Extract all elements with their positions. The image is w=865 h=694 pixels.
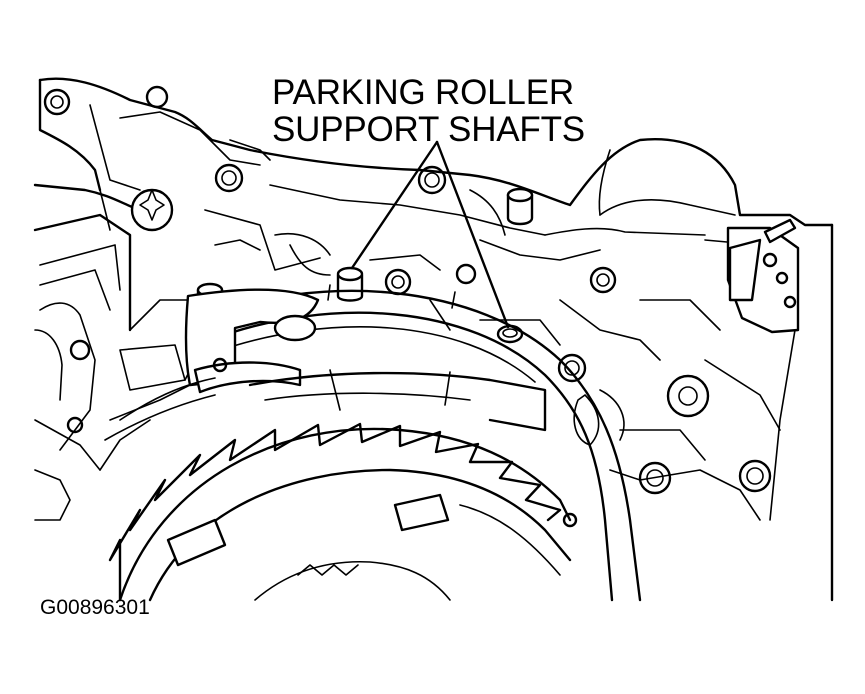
leader-line-left bbox=[350, 140, 439, 270]
callout-leaders bbox=[350, 140, 510, 329]
left-housing bbox=[33, 213, 201, 521]
support-shaft-left bbox=[336, 266, 364, 302]
guide-plate bbox=[248, 369, 547, 432]
figure-id: G00896301 bbox=[40, 596, 150, 619]
callout-line-2: SUPPORT SHAFTS bbox=[272, 110, 585, 149]
parking-pawl bbox=[104, 288, 320, 441]
callout-label: PARKING ROLLER SUPPORT SHAFTS bbox=[272, 74, 612, 148]
casting-details bbox=[99, 139, 721, 461]
parking-ring bbox=[198, 284, 642, 602]
bolt-holes bbox=[43, 85, 772, 528]
support-shaft-right bbox=[496, 324, 524, 344]
detent-bracket bbox=[726, 218, 800, 334]
plug bbox=[666, 374, 710, 418]
parking-gear bbox=[108, 422, 572, 602]
callout-line-1: PARKING ROLLER bbox=[272, 73, 574, 112]
leader-line-right bbox=[435, 140, 510, 329]
torx-bolt bbox=[130, 188, 174, 232]
